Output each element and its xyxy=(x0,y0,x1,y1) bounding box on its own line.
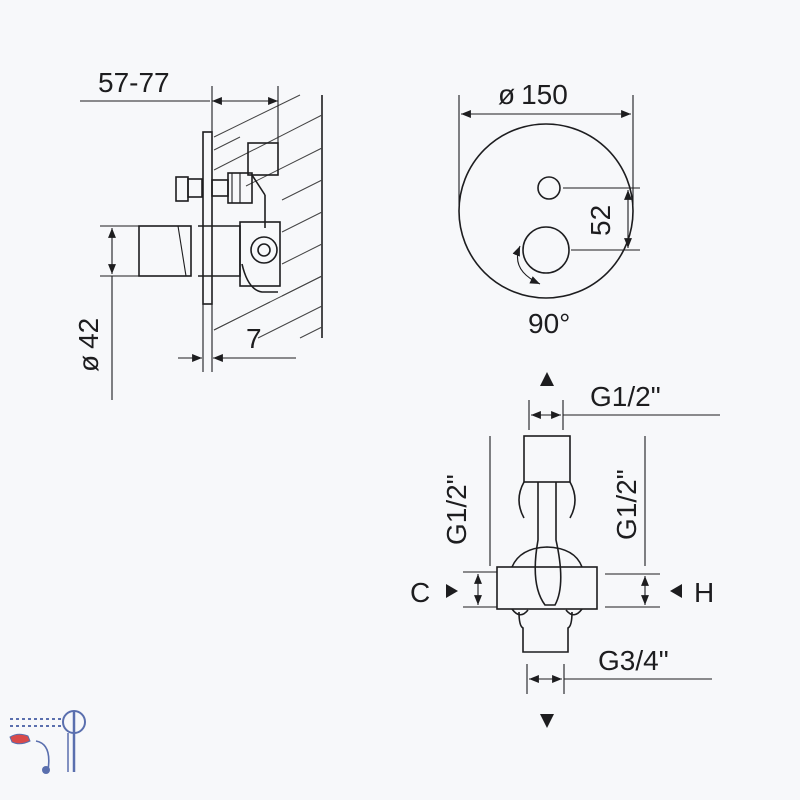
plate-diameter-symbol: ø xyxy=(498,79,515,110)
flow-down-arrow-icon xyxy=(540,714,554,728)
side-view: 57-77 ø 42 7 xyxy=(73,67,323,400)
bottom-inlet xyxy=(518,611,573,653)
plate-diameter-label: 150 xyxy=(521,79,568,110)
top-thread-label: G1/2" xyxy=(590,381,661,412)
knob-offset-dimension: 52 xyxy=(563,187,640,251)
handle-diameter-dimension: ø 42 xyxy=(73,225,139,400)
handle-knob xyxy=(522,226,570,274)
handle-lever xyxy=(138,225,192,277)
cold-inlet-arrow-icon xyxy=(446,584,458,598)
handle-diameter-label: 42 xyxy=(73,318,104,349)
wall-hatch xyxy=(213,94,323,339)
knob-offset-label: 52 xyxy=(585,205,616,236)
cover-plate xyxy=(458,123,634,299)
rotation-label: 90° xyxy=(528,308,570,339)
depth-dimension: 57-77 xyxy=(80,67,279,143)
wall-mounted-valve-icon xyxy=(9,710,86,774)
cold-marker: C xyxy=(410,577,430,608)
top-thread-dimension: G1/2" xyxy=(528,372,720,430)
svg-text:ø42: ø 42 xyxy=(73,318,104,372)
upper-valve-body xyxy=(175,142,279,228)
bottom-thread-dimension: G3/4" xyxy=(526,645,712,728)
right-thread-label: G1/2" xyxy=(611,469,642,540)
left-thread-dimension: G1/2" C xyxy=(410,436,497,608)
top-outlet xyxy=(523,435,571,483)
connection-view: G1/2" G1/2" C G1/2" H xyxy=(410,372,720,728)
lower-valve-body xyxy=(198,221,281,293)
hot-marker: H xyxy=(694,577,714,608)
rotation-arrow-icon xyxy=(512,245,541,285)
right-thread-dimension: G1/2" H xyxy=(605,436,714,608)
hot-inlet-arrow-icon xyxy=(670,584,682,598)
bottom-thread-label: G3/4" xyxy=(598,645,669,676)
diverter-knob xyxy=(537,176,561,200)
depth-label: 57-77 xyxy=(98,67,170,98)
left-thread-label: G1/2" xyxy=(441,474,472,545)
wall-plate xyxy=(202,131,213,305)
diameter-symbol: ø xyxy=(73,355,104,372)
flow-up-arrow-icon xyxy=(540,372,554,386)
plate-offset-dimension: 7 xyxy=(178,304,296,372)
plate-offset-label: 7 xyxy=(246,323,262,354)
valve-body xyxy=(496,566,598,610)
